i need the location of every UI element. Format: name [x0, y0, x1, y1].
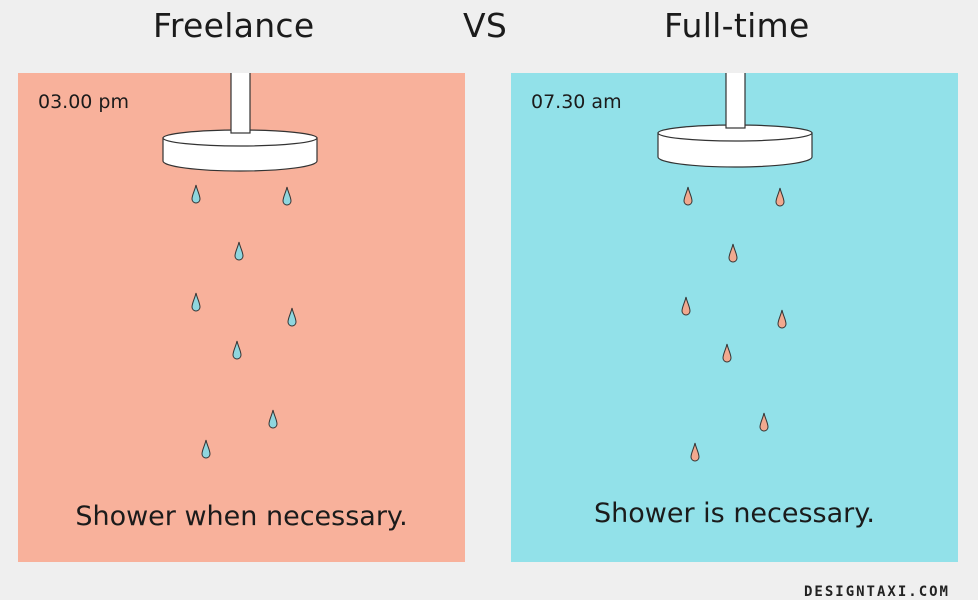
time-label: 03.00 pm [38, 91, 130, 113]
water-drop-icon [777, 309, 787, 329]
brand-watermark: DESIGNTAXI.COM [803, 584, 950, 600]
freelance-panel: 03.00 pm Shower when necessary. [18, 73, 465, 562]
shower-illustration [162, 73, 318, 459]
time-label: 07.30 am [531, 91, 622, 113]
water-drop-icon [232, 340, 242, 360]
title-vs: VS [463, 6, 508, 45]
water-drop-icon [191, 184, 201, 204]
water-drop-icon [282, 186, 292, 206]
shower-head-icon [162, 73, 318, 172]
water-drop-icon [681, 296, 691, 316]
water-drop-icon [191, 292, 201, 312]
water-drops [191, 184, 297, 459]
water-drop-icon [287, 307, 297, 327]
water-drop-icon [690, 442, 700, 462]
shower-head-icon [657, 73, 813, 168]
title-fulltime: Full-time [664, 6, 810, 45]
water-drop-icon [683, 186, 693, 206]
title-freelance: Freelance [153, 6, 315, 45]
water-drop-icon [268, 409, 278, 429]
water-drop-icon [201, 439, 211, 459]
water-drop-icon [728, 243, 738, 263]
water-drops [681, 186, 787, 462]
water-drop-icon [775, 187, 785, 207]
water-drop-icon [759, 412, 769, 432]
water-drop-icon [722, 343, 732, 363]
water-drop-icon [234, 241, 244, 261]
caption: Shower is necessary. [594, 498, 875, 529]
caption: Shower when necessary. [75, 501, 408, 532]
shower-illustration [657, 73, 813, 462]
fulltime-panel: 07.30 am Shower is necessary. [511, 73, 958, 562]
